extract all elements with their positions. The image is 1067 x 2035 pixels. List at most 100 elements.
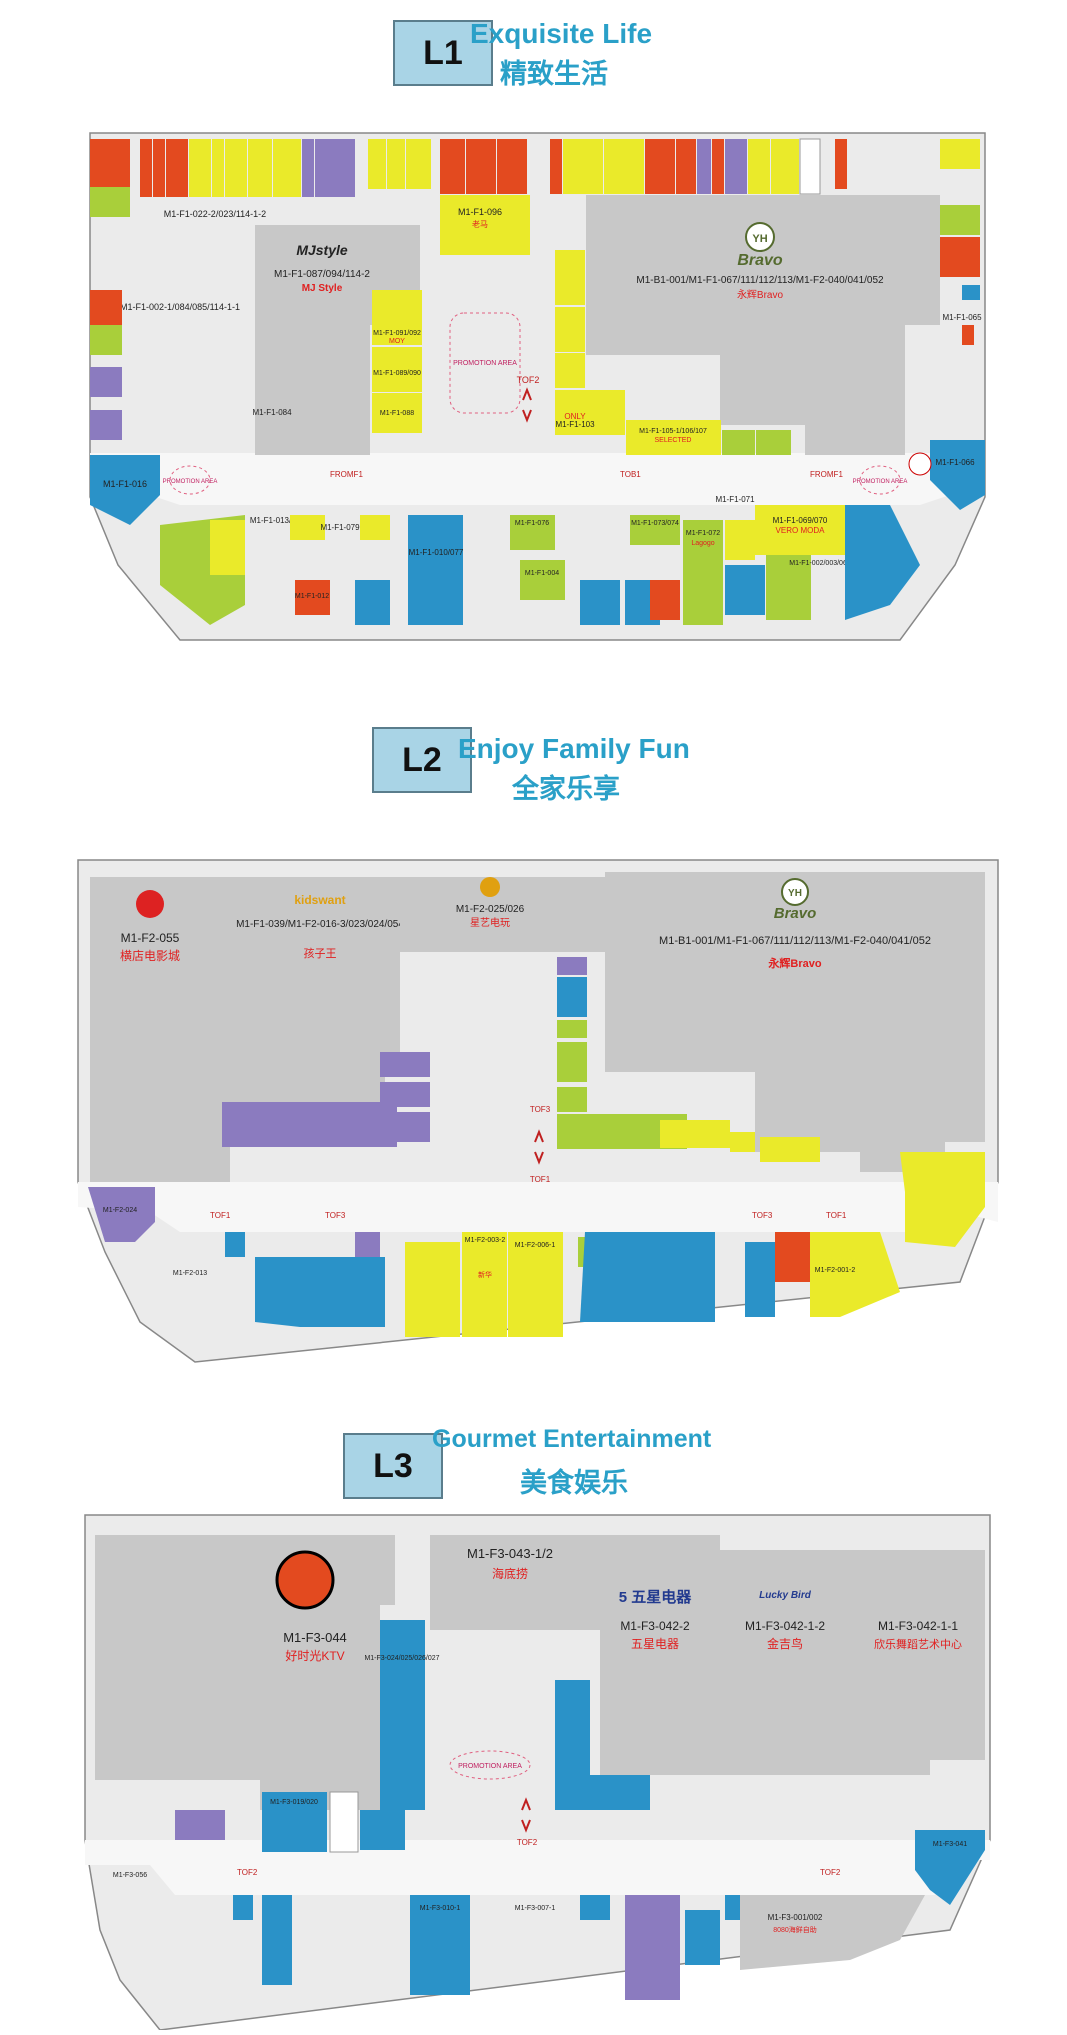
shop-unit[interactable] — [248, 139, 272, 197]
shop-unit[interactable] — [626, 420, 721, 455]
shop-unit[interactable] — [212, 139, 224, 197]
shop-unit[interactable] — [760, 1137, 820, 1162]
shop-unit[interactable] — [630, 515, 680, 545]
shop-unit[interactable] — [466, 139, 496, 194]
shop-unit[interactable] — [175, 1810, 225, 1840]
shop-unit[interactable] — [262, 1895, 292, 1985]
shop-unit[interactable] — [557, 1087, 587, 1112]
shop-unit[interactable] — [940, 237, 980, 277]
anchor-bravo[interactable] — [586, 195, 940, 455]
shop-unit[interactable] — [273, 139, 301, 197]
shop-unit[interactable] — [405, 1242, 460, 1337]
shop-unit[interactable] — [90, 139, 130, 187]
shop-unit[interactable] — [355, 580, 390, 625]
shop-unit[interactable] — [302, 139, 314, 197]
shop-unit[interactable] — [387, 139, 405, 189]
anchor-cinema[interactable] — [90, 877, 230, 1182]
shop-unit[interactable] — [508, 1232, 563, 1337]
anchor-mjstyle[interactable] — [255, 225, 420, 455]
shop-unit[interactable] — [290, 515, 325, 540]
shop-unit[interactable] — [210, 520, 245, 575]
shop-unit[interactable] — [580, 580, 620, 625]
shop-unit[interactable] — [940, 139, 980, 169]
shop-unit[interactable] — [440, 195, 530, 255]
shop-unit[interactable] — [722, 430, 755, 455]
shop-unit[interactable] — [799, 138, 821, 195]
shop-unit[interactable] — [730, 1132, 755, 1152]
shop-unit[interactable] — [580, 1895, 610, 1920]
shop-unit[interactable] — [745, 1242, 775, 1317]
shop-unit[interactable] — [835, 139, 847, 189]
shop-unit[interactable] — [725, 520, 755, 560]
shop-unit[interactable] — [930, 440, 985, 510]
shop-unit[interactable] — [557, 977, 587, 1017]
shop-unit[interactable] — [550, 139, 562, 194]
shop-unit[interactable] — [355, 1232, 380, 1257]
shop-unit[interactable] — [90, 410, 122, 440]
shop-unit[interactable] — [88, 1187, 155, 1242]
shop-unit[interactable] — [775, 1232, 810, 1282]
shop-unit[interactable] — [153, 139, 165, 197]
shop-unit[interactable] — [810, 1232, 900, 1317]
shop-unit[interactable] — [380, 1620, 425, 1810]
shop-unit[interactable] — [222, 1102, 262, 1147]
shop-unit[interactable] — [712, 139, 724, 194]
shop-unit[interactable] — [497, 139, 527, 194]
shop-unit[interactable] — [580, 1232, 715, 1322]
shop-unit[interactable] — [225, 139, 247, 197]
shop-unit[interactable] — [90, 455, 160, 525]
shop-unit[interactable] — [676, 139, 696, 194]
shop-unit[interactable] — [725, 565, 765, 615]
shop-unit[interactable] — [563, 139, 603, 194]
shop-unit[interactable] — [406, 139, 431, 189]
shop-unit[interactable] — [557, 1042, 587, 1082]
shop-unit[interactable] — [660, 1120, 730, 1148]
shop-unit[interactable] — [900, 1152, 985, 1247]
shop-unit[interactable] — [555, 1680, 590, 1810]
shop-unit[interactable] — [140, 139, 152, 197]
shop-unit[interactable] — [962, 285, 980, 300]
shop-unit[interactable] — [604, 139, 644, 194]
shop-unit[interactable] — [625, 1895, 680, 2000]
shop-unit[interactable] — [397, 1112, 430, 1142]
shop-unit[interactable] — [683, 520, 723, 625]
shop-unit[interactable] — [255, 1257, 385, 1327]
shop-unit[interactable] — [645, 139, 675, 194]
shop-unit[interactable] — [329, 1791, 359, 1853]
shop-unit[interactable] — [90, 367, 122, 397]
shop-unit[interactable] — [748, 139, 770, 194]
shop-unit[interactable] — [766, 555, 811, 620]
anchor-bravo[interactable] — [605, 872, 985, 1172]
shop-unit[interactable] — [262, 1792, 327, 1852]
shop-unit[interactable] — [962, 325, 974, 345]
shop-unit[interactable] — [440, 139, 465, 194]
shop-unit[interactable] — [90, 187, 130, 217]
shop-unit[interactable] — [90, 290, 122, 325]
shop-unit[interactable] — [940, 205, 980, 235]
shop-unit[interactable] — [697, 139, 711, 194]
shop-unit[interactable] — [555, 250, 585, 305]
shop-unit[interactable] — [360, 1810, 405, 1850]
shop-unit[interactable] — [650, 580, 680, 620]
anchor-ktv[interactable] — [95, 1535, 395, 1810]
shop-unit[interactable] — [555, 390, 625, 435]
shop-unit[interactable] — [555, 307, 585, 352]
shop-unit[interactable] — [408, 515, 463, 625]
shop-unit[interactable] — [372, 393, 422, 433]
shop-unit[interactable] — [292, 1102, 397, 1147]
shop-unit[interactable] — [555, 353, 585, 388]
anchor-luckybird[interactable] — [720, 1550, 850, 1775]
shop-unit[interactable] — [368, 139, 386, 189]
shop-unit[interactable] — [520, 560, 565, 600]
shop-unit[interactable] — [225, 1232, 245, 1257]
shop-unit[interactable] — [685, 1910, 720, 1965]
shop-unit[interactable] — [462, 1232, 507, 1337]
shop-unit[interactable] — [590, 1775, 650, 1810]
shop-unit[interactable] — [740, 1895, 925, 1970]
shop-unit[interactable] — [557, 957, 587, 975]
anchor-dance[interactable] — [850, 1550, 985, 1775]
shop-unit[interactable] — [295, 580, 330, 615]
anchor-kidswant[interactable] — [230, 877, 400, 1132]
anchor-5star[interactable] — [590, 1535, 720, 1775]
shop-unit[interactable] — [410, 1895, 470, 1995]
